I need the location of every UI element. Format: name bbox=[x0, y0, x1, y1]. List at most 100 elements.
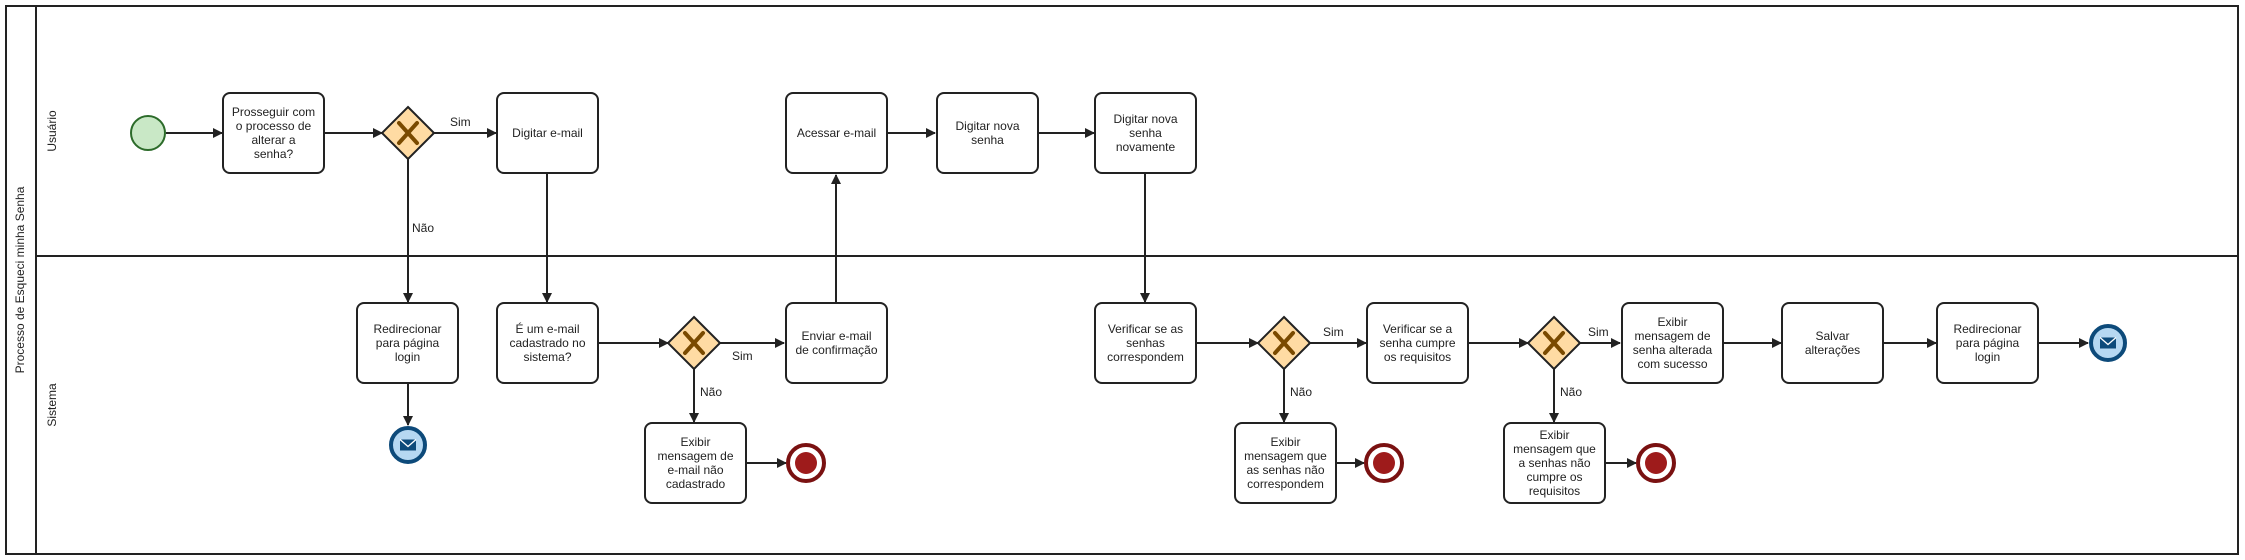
task-label-line: mensagem que bbox=[1244, 449, 1327, 463]
task-box bbox=[1781, 302, 1884, 384]
task-box bbox=[356, 302, 459, 384]
exclusive-gateway bbox=[666, 315, 722, 371]
flow-label-sim-gw1: Sim bbox=[450, 115, 471, 129]
flow-label-nao-gw3: Não bbox=[1290, 385, 1312, 399]
task-label: Acessar e-mail bbox=[797, 126, 876, 140]
message-end-event bbox=[389, 426, 427, 464]
task-box bbox=[1366, 302, 1469, 384]
envelope-flap bbox=[2099, 337, 2117, 346]
task-label-line: É um e-mail bbox=[515, 321, 579, 336]
task-label-line: cadastrado bbox=[666, 477, 726, 491]
task-label-line: novamente bbox=[1116, 140, 1176, 154]
exclusive-gateway bbox=[380, 105, 436, 161]
task-label-line: Verificar se as bbox=[1108, 322, 1183, 336]
lane-label-usuario: Usuário bbox=[45, 110, 59, 152]
task-label-line: cadastrado no bbox=[509, 336, 585, 350]
task-label-line: e-mail não bbox=[667, 463, 723, 477]
task-box bbox=[496, 92, 599, 174]
task-label-line: de confirmação bbox=[795, 343, 877, 357]
message-end-event bbox=[2089, 324, 2127, 362]
task-label-line: Redirecionar bbox=[373, 322, 441, 336]
task-box bbox=[496, 302, 599, 384]
task-box bbox=[936, 92, 1039, 174]
end-event-inner bbox=[795, 452, 817, 474]
task-box bbox=[1936, 302, 2039, 384]
task-label-line: Prosseguir com bbox=[232, 105, 315, 119]
task-label-line: para página bbox=[376, 336, 440, 350]
task-label-line: senha alterada bbox=[1633, 343, 1713, 357]
task-label-line: sistema? bbox=[523, 350, 571, 364]
gateway-x-icon bbox=[1273, 331, 1295, 355]
envelope-flap bbox=[399, 439, 417, 448]
flow-label-sim-gw2: Sim bbox=[732, 349, 753, 363]
task-label-line: Digitar nova bbox=[955, 119, 1019, 133]
gateway-x-icon bbox=[397, 121, 419, 145]
task-acessar-email: Acessar e-mail bbox=[785, 92, 888, 174]
task-label-line: Digitar e-mail bbox=[512, 126, 583, 140]
task-label-line: senha cumpre bbox=[1379, 336, 1455, 350]
task-label-line: Exibir bbox=[1657, 315, 1687, 329]
flow-label-nao-gw4: Não bbox=[1560, 385, 1582, 399]
end-event-inner bbox=[1373, 452, 1395, 474]
flow-label-sim-gw4: Sim bbox=[1588, 325, 1609, 339]
flow-label-nao-gw2: Não bbox=[700, 385, 722, 399]
task-label-line: senha? bbox=[254, 147, 294, 161]
envelope-icon bbox=[400, 439, 416, 451]
task-label-line: correspondem bbox=[1247, 477, 1324, 491]
task-label-line: cumpre os bbox=[1526, 470, 1582, 484]
task-label-line: senhas bbox=[1126, 336, 1165, 350]
task-box bbox=[222, 92, 325, 174]
task-label: Digitar e-mail bbox=[512, 126, 583, 140]
task-box bbox=[1094, 302, 1197, 384]
pool-label: Processo de Esqueci minha Senha bbox=[13, 186, 27, 373]
task-label-line: mensagem que bbox=[1513, 442, 1596, 456]
terminate-end-event bbox=[1636, 443, 1676, 483]
task-box bbox=[644, 422, 747, 504]
task-label-line: Verificar se a bbox=[1383, 322, 1453, 336]
task-label-line: Exibir bbox=[680, 435, 710, 449]
task-label-line: Salvar bbox=[1815, 329, 1849, 343]
task-box bbox=[1621, 302, 1724, 384]
exclusive-gateway bbox=[1526, 315, 1582, 371]
task-label-line: Digitar nova bbox=[1113, 112, 1177, 126]
task-label-line: correspondem bbox=[1107, 350, 1184, 364]
task-label-line: Exibir bbox=[1270, 435, 1300, 449]
sequence-flows bbox=[166, 128, 2089, 468]
gateway-x-icon bbox=[683, 331, 705, 355]
task-label-line: os requisitos bbox=[1384, 350, 1451, 364]
task-box bbox=[785, 302, 888, 384]
task-label-line: o processo de bbox=[236, 119, 312, 133]
task-label-line: a senhas não bbox=[1518, 456, 1590, 470]
lane-label-sistema: Sistema bbox=[45, 383, 59, 427]
task-label-line: Redirecionar bbox=[1953, 322, 2021, 336]
task-label-line: para página bbox=[1956, 336, 2020, 350]
terminate-end-event bbox=[786, 443, 826, 483]
end-event-inner bbox=[1645, 452, 1667, 474]
task-label-line: senha bbox=[1129, 126, 1162, 140]
task-label-line: Exibir bbox=[1539, 428, 1569, 442]
pool-border bbox=[5, 5, 2239, 555]
task-label-line: senha bbox=[971, 133, 1004, 147]
exclusive-gateway bbox=[1256, 315, 1312, 371]
